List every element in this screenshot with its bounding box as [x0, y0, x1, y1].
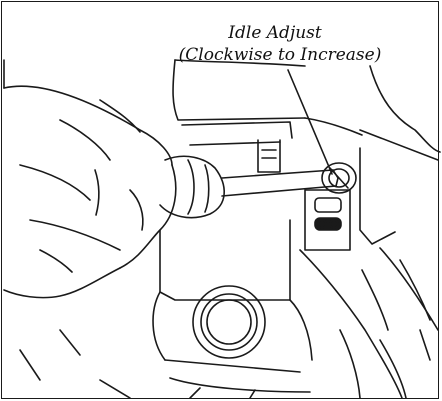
callout-label-title: Idle Adjust: [228, 23, 322, 43]
callout-pointer: [287, 69, 333, 175]
engine-base: [19, 329, 311, 399]
screwdriver-handle: [159, 155, 225, 219]
engine-cover: [172, 59, 441, 161]
side-bracket: [304, 147, 396, 251]
housing-bracket: [257, 139, 281, 173]
screwdriver-shaft: [221, 169, 339, 197]
hand: [3, 59, 177, 299]
callout-label-instruction: (Clockwise to Increase): [178, 45, 382, 65]
round-port: [192, 285, 266, 359]
